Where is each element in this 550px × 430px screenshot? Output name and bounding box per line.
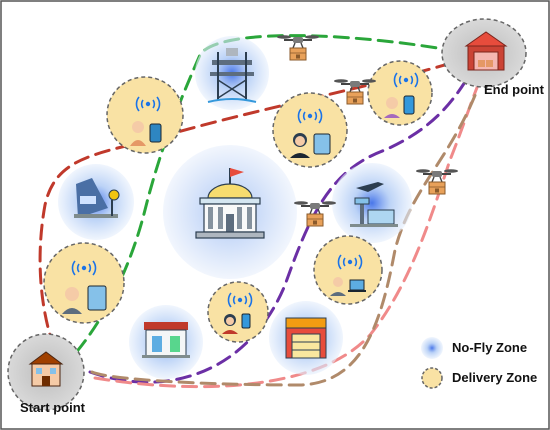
delivery-zone-customer-phone (106, 76, 184, 154)
legend-no-fly-zone-marker (421, 337, 443, 359)
fire-station-icon (285, 317, 327, 359)
delivery-zone-customer-laptop (313, 235, 383, 305)
legend-delivery-zone-label: Delivery Zone (452, 370, 538, 385)
delivery-zone-customer-tablet (43, 242, 125, 324)
customer-laptop-icon (330, 277, 366, 296)
end-depot (441, 18, 527, 88)
customer-phone-icon (130, 121, 162, 146)
customer-teen-phone-icon (384, 95, 415, 118)
airport-icon (350, 182, 398, 227)
delivery-zone-customer-teen-phone (367, 60, 433, 126)
gas-station-icon (142, 322, 190, 358)
train-station-icon (74, 178, 120, 218)
no-fly-zone-oil-rig (195, 36, 269, 110)
no-fly-zone-fire-station (269, 301, 343, 375)
delivery-zone-customer-woman-phone (207, 281, 269, 343)
delivery-zone-customer-woman-tablet (272, 92, 348, 168)
customer-tablet-icon (62, 285, 107, 314)
warehouse-start-icon (28, 351, 64, 387)
route-red (38, 60, 457, 370)
government-building-icon (195, 168, 265, 239)
oil-rig-icon (207, 48, 257, 103)
start-point-label: Start point (20, 400, 85, 415)
no-fly-zone-train-station (58, 164, 134, 240)
route-tan (90, 86, 480, 387)
legend-no-fly-zone-label: No-Fly Zone (452, 340, 528, 355)
start-depot (7, 333, 85, 411)
legend-delivery-zone-marker (421, 367, 443, 389)
route-pink (93, 83, 480, 389)
customer-woman-tablet-icon (290, 133, 331, 158)
end-point-label: End point (484, 82, 544, 97)
no-fly-zone-airport (332, 163, 412, 243)
legend (421, 337, 443, 389)
warehouse-end-icon (464, 31, 508, 71)
route-purple (88, 80, 467, 384)
customer-woman-phone-icon (222, 313, 251, 334)
no-fly-zone-government-building (163, 145, 297, 279)
no-fly-zone-gas-station (129, 305, 203, 379)
